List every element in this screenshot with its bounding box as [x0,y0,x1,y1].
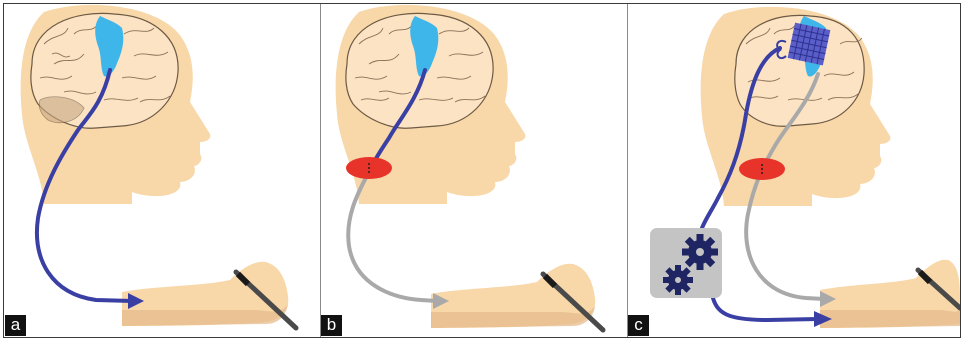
lesion-dots [368,163,370,173]
figure-frame: a b [3,3,961,338]
panel-c: c [628,4,960,337]
panel-a-illustration [4,4,320,337]
panel-b-illustration [321,4,627,337]
panel-c-illustration [628,4,960,337]
panel-label-b: b [321,315,342,336]
panel-label-c: c [628,315,649,336]
lesion-dots [761,164,763,174]
panel-b: b [321,4,627,337]
gear-icon [682,234,718,270]
panel-a: a [4,4,320,337]
gear-icon [663,265,693,295]
panel-label-a: a [5,315,26,336]
